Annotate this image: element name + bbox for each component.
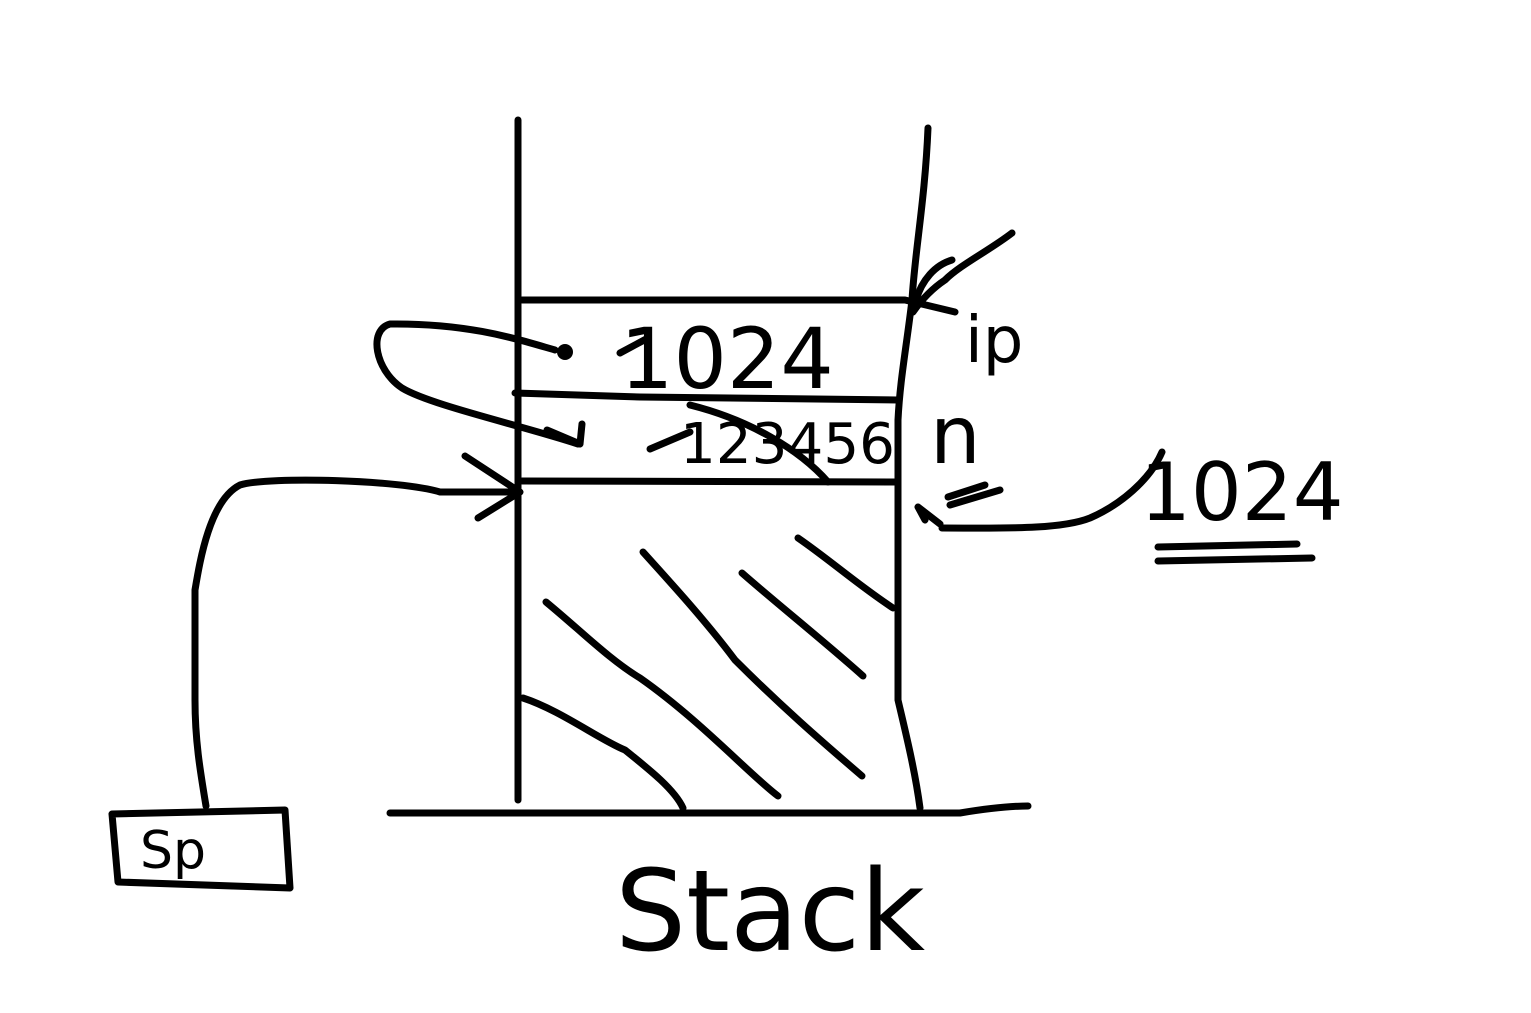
cell-bottom-line [518, 477, 902, 486]
pointed-value-label: 1024 [1140, 446, 1344, 539]
stack-right-wall [894, 124, 932, 812]
ip-pointer-line [909, 229, 1016, 316]
hatch-line [542, 598, 782, 800]
n-underline-2 [946, 486, 1004, 509]
cell-dash-mark [616, 334, 652, 357]
cell-middle-line [511, 389, 902, 404]
n-label: n [930, 389, 981, 482]
cell-dash-mark [646, 428, 694, 453]
diagonal-stroke [686, 401, 832, 486]
hatch-line [519, 694, 687, 812]
value-double-underline [1154, 540, 1301, 551]
stack-caption: Stack [615, 847, 925, 977]
cell-top-line [518, 296, 959, 316]
n-underline [944, 481, 989, 501]
stack-floor [386, 802, 1032, 817]
sp-pointer-line [191, 476, 518, 810]
reference-arrowhead [543, 420, 586, 448]
hatch-line [794, 534, 897, 612]
ip-label: ip [965, 304, 1023, 378]
stack-hatching [519, 534, 897, 812]
ip-pointer-line-2 [912, 256, 956, 304]
hatch-line [738, 569, 867, 680]
value-double-underline-2 [1154, 554, 1316, 565]
reference-arrow [373, 320, 582, 448]
sp-label: Sp [140, 821, 206, 881]
cell-value-top: 1024 [620, 310, 834, 408]
reference-dot [557, 344, 573, 360]
value-pointer-line [938, 448, 1166, 532]
value-pointer-arrowhead [914, 503, 944, 528]
hatch-line [639, 548, 866, 780]
sp-register-box [108, 806, 294, 892]
sp-arrowhead [461, 452, 524, 522]
